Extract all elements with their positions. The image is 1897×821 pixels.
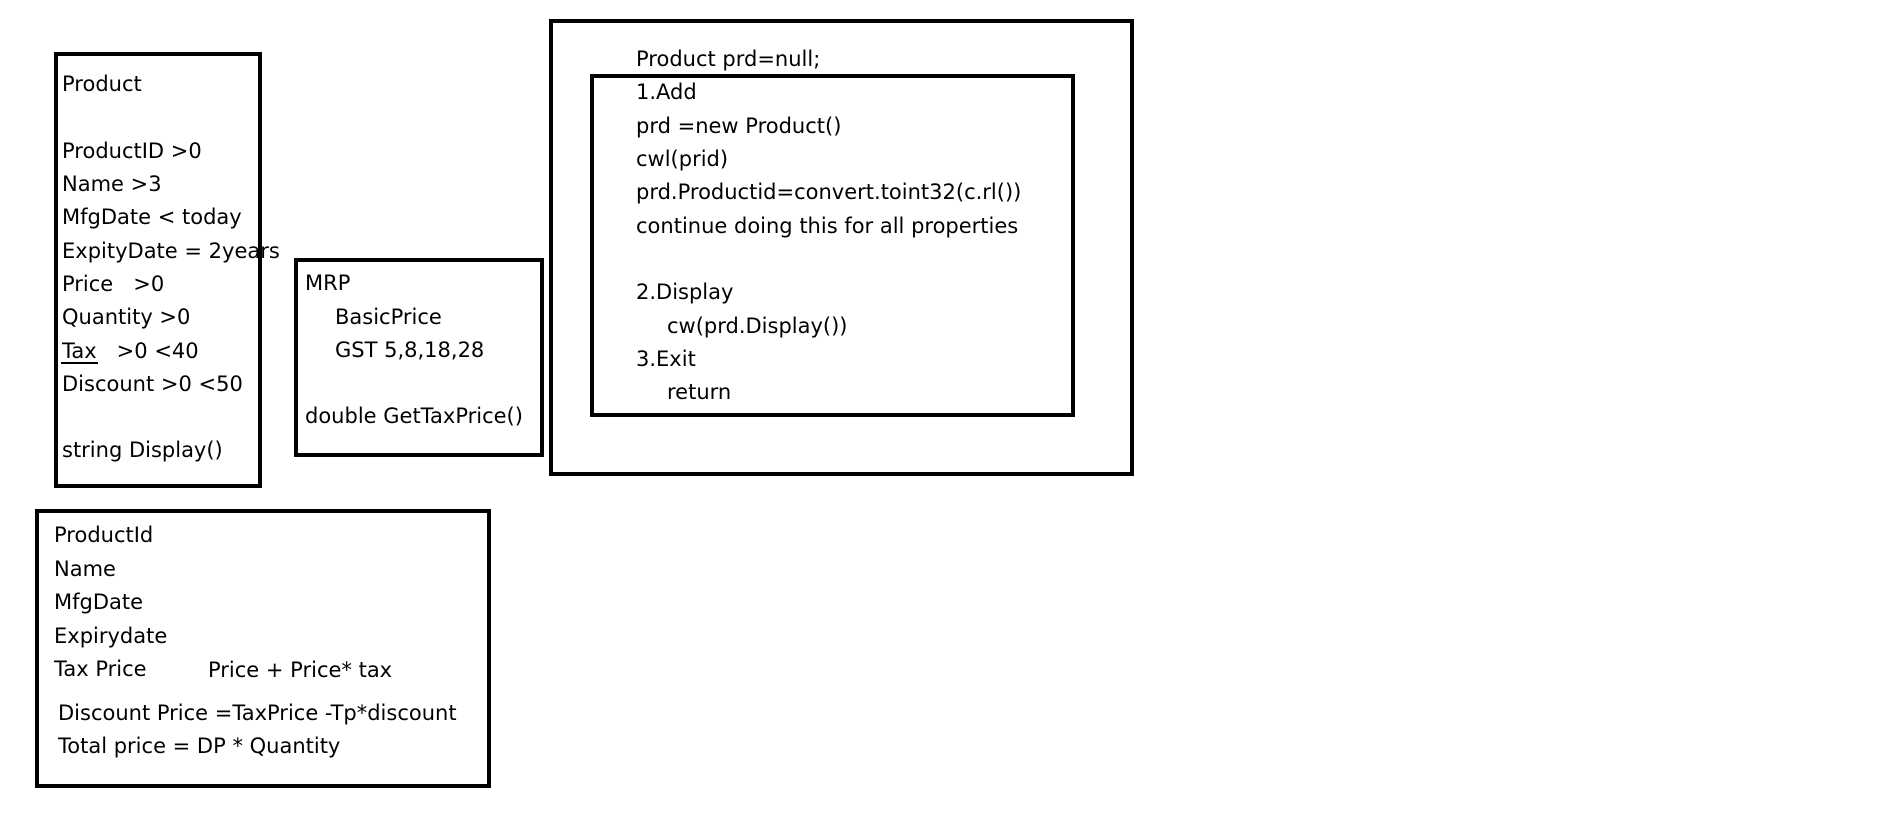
tax-rule-condition: >0 <40 xyxy=(96,339,199,363)
product-quantity-rule: Quantity >0 xyxy=(62,305,191,329)
menu-outer-box xyxy=(549,19,1134,476)
product-mfgdate-rule: MfgDate < today xyxy=(62,205,242,229)
product-price-rule: Price >0 xyxy=(62,272,165,296)
product-class-box xyxy=(54,52,262,488)
menu-return: return xyxy=(667,380,732,404)
price-tax-price-formula: Price + Price* tax xyxy=(208,658,393,682)
price-name: Name xyxy=(54,557,116,581)
price-expiry-date: Expirydate xyxy=(54,624,168,648)
product-id-rule: ProductID >0 xyxy=(62,139,202,163)
mrp-gst: GST 5,8,18,28 xyxy=(335,338,485,362)
mrp-title: MRP xyxy=(305,271,351,295)
price-product-id: ProductId xyxy=(54,523,154,547)
tax-underlined-word: Tax xyxy=(61,339,98,364)
price-calculation-box xyxy=(35,509,491,788)
price-mfg-date: MfgDate xyxy=(54,590,144,614)
menu-display-call: cw(prd.Display()) xyxy=(667,314,848,338)
product-display-method: string Display() xyxy=(62,438,223,462)
price-tax-price-label: Tax Price xyxy=(54,657,147,681)
menu-header: Product prd=null; xyxy=(636,47,821,71)
product-title: Product xyxy=(62,72,142,96)
price-total-price-formula: Total price = DP * Quantity xyxy=(58,734,341,758)
product-discount-rule: Discount >0 <50 xyxy=(62,372,243,396)
menu-assign-productid: prd.Productid=convert.toint32(c.rl()) xyxy=(636,180,1022,204)
product-name-rule: Name >3 xyxy=(62,172,162,196)
price-discount-price-formula: Discount Price =TaxPrice -Tp*discount xyxy=(58,701,457,725)
menu-continue-note: continue doing this for all properties xyxy=(636,214,1019,238)
product-expitydate-rule: ExpityDate = 2years xyxy=(62,239,280,263)
menu-exit-option: 3.Exit xyxy=(636,347,696,371)
menu-add-option: 1.Add xyxy=(636,80,697,104)
mrp-class-box xyxy=(294,258,544,457)
product-tax-rule: Tax >0 <40 xyxy=(61,338,199,365)
mrp-get-tax-price-method: double GetTaxPrice() xyxy=(305,404,523,428)
mrp-basic-price: BasicPrice xyxy=(335,305,442,329)
menu-display-option: 2.Display xyxy=(636,280,734,304)
menu-new-product: prd =new Product() xyxy=(636,114,842,138)
menu-cwl: cwl(prid) xyxy=(636,147,729,171)
menu-inner-box xyxy=(590,74,1075,417)
